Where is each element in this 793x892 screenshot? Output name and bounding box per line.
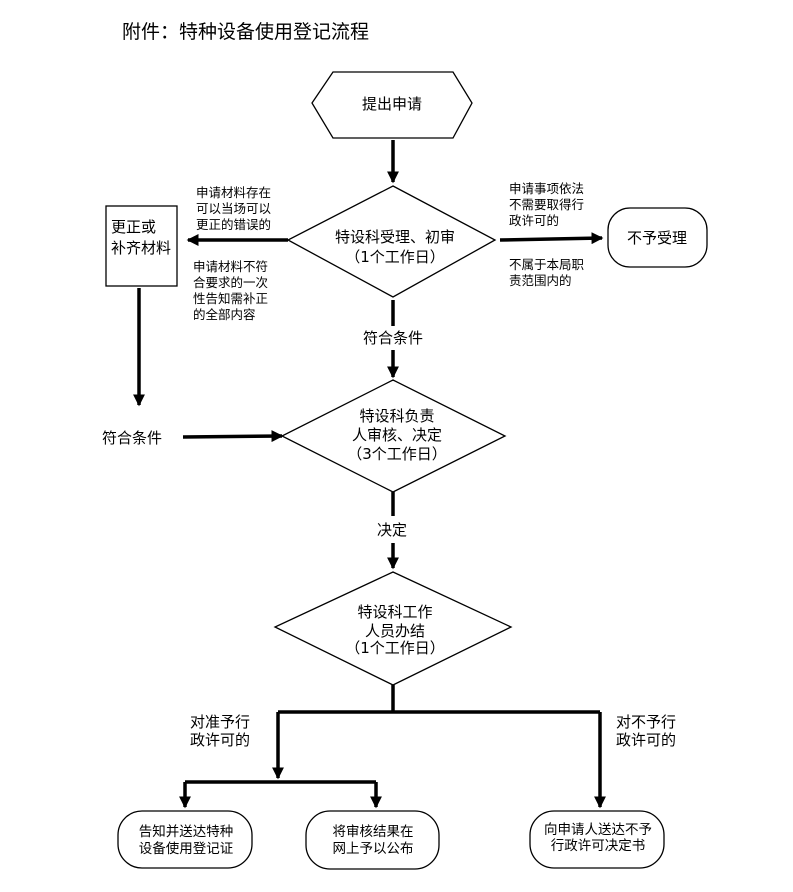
page-title: 附件：特种设备使用登记流程 <box>122 21 369 43</box>
correct-materials-line2: 补齐材料 <box>111 239 171 257</box>
grant-label-line2: 政许可的 <box>190 731 250 749</box>
meets-conditions-center-label: 符合条件 <box>363 329 423 347</box>
deny-notice-line1: 向申请人送达不予 <box>544 822 652 838</box>
left-lower-note-line3: 性告知需补正 <box>193 291 268 306</box>
correct-materials-line1: 更正或 <box>111 218 156 236</box>
deny-notice-node <box>529 810 665 869</box>
review-decide-diamond <box>280 379 507 493</box>
process-diamond <box>273 571 513 686</box>
left-upper-note-line2: 可以当场可以 <box>196 201 272 216</box>
grant-label-line1: 对准予行 <box>190 713 250 731</box>
left-upper-note-line3: 更正的错误的 <box>196 217 271 232</box>
process-line2: 人员办结 <box>365 622 425 640</box>
decide-label: 决定 <box>377 521 407 539</box>
process-duration: （1个工作日） <box>345 639 445 657</box>
publish-result-line1: 将审核结果在 <box>333 824 414 840</box>
process-line1: 特设科工作 <box>357 603 432 621</box>
correct-materials-box <box>105 205 178 287</box>
initial-review-diamond <box>286 185 497 298</box>
deny-notice-line2: 行政许可决定书 <box>551 838 646 854</box>
reject-node <box>607 207 708 268</box>
left-lower-note-line4: 的全部内容 <box>193 307 256 322</box>
right-upper-note-line3: 政许可的 <box>509 213 559 228</box>
initial-review-title: 特设科受理、初审 <box>335 228 455 246</box>
publish-result-line2: 网上予以公布 <box>333 841 414 857</box>
start-node-hexagon <box>311 71 473 139</box>
meets-conditions-left-label: 符合条件 <box>102 429 162 447</box>
issue-certificate-line1: 告知并送达特种 <box>139 823 234 840</box>
start-node-label: 提出申请 <box>362 95 422 113</box>
arrow-review-to-reject <box>499 232 604 245</box>
publish-result-node <box>305 810 440 870</box>
issue-certificate-node <box>117 810 253 869</box>
review-decide-line2: 人审核、决定 <box>352 426 442 444</box>
left-upper-note-line1: 申请材料存在 <box>196 185 271 200</box>
issue-certificate-line2: 设备使用登记证 <box>139 840 234 857</box>
left-lower-note-line2: 合要求的一次 <box>193 275 268 290</box>
initial-review-duration: （1个工作日） <box>345 248 445 266</box>
right-upper-note-line1: 申请事项依法 <box>509 181 584 196</box>
deny-label-line1: 对不予行 <box>616 713 676 731</box>
left-lower-note-line1: 申请材料不符 <box>193 259 268 274</box>
deny-label-line2: 政许可的 <box>616 731 676 749</box>
right-lower-note-line1: 不属于本局职 <box>509 257 584 272</box>
right-lower-note-line2: 责范围内的 <box>509 273 572 288</box>
arrow-meets-left-to-decide <box>182 430 284 443</box>
review-decide-line1: 特设科负责 <box>359 407 434 425</box>
reject-node-label: 不予受理 <box>627 229 687 247</box>
review-decide-duration: （3个工作日） <box>347 445 447 463</box>
right-upper-note-line2: 不需要取得行 <box>509 197 584 212</box>
